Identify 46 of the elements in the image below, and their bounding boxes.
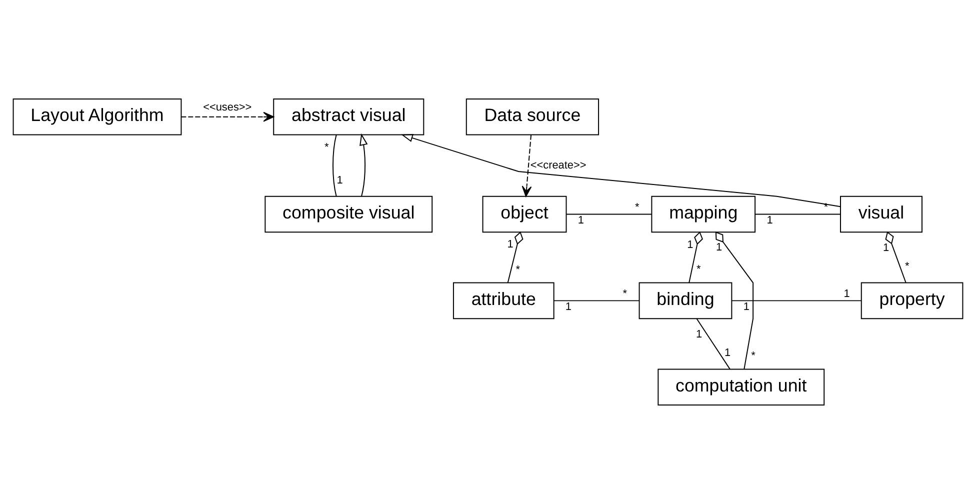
connector	[566, 213, 652, 214]
connector	[715, 231, 754, 370]
label: *	[324, 140, 329, 153]
node-box: binding	[638, 282, 732, 319]
label: 1	[716, 241, 722, 254]
arrow	[400, 134, 841, 207]
label: *	[635, 200, 640, 213]
connector	[732, 300, 862, 301]
label: *	[696, 263, 701, 276]
connector	[696, 318, 730, 370]
edge-label: <<create>>	[530, 158, 586, 171]
label: 1	[844, 287, 850, 300]
label: *	[622, 287, 627, 300]
node-box: Layout Algorithm	[12, 98, 182, 135]
label: *	[905, 260, 910, 272]
node-box: mapping	[651, 195, 756, 232]
label: 1	[578, 214, 584, 226]
node-box: Data source	[466, 98, 600, 135]
label: 1	[696, 328, 702, 340]
connector	[688, 230, 703, 283]
node-box: computation unit	[658, 368, 825, 406]
label: 1	[724, 346, 731, 359]
label: *	[516, 264, 520, 276]
label: *	[751, 349, 756, 362]
label: 1	[336, 174, 343, 186]
label: 1	[565, 300, 572, 313]
arrow	[522, 134, 532, 196]
arrow	[180, 111, 274, 122]
connector	[507, 230, 524, 283]
label: 1	[766, 214, 773, 226]
node-box: abstract visual	[273, 98, 424, 135]
arrow	[360, 132, 368, 196]
node-box: attribute	[452, 282, 554, 319]
connector	[754, 213, 841, 214]
node-box: composite visual	[264, 195, 433, 232]
node-box: property	[860, 282, 964, 319]
connector	[553, 300, 640, 301]
label: 1	[687, 238, 694, 250]
label: 1	[743, 300, 750, 313]
label: 1	[883, 241, 890, 254]
label: 1	[507, 238, 514, 250]
node-box: object	[482, 195, 567, 232]
connector	[885, 230, 906, 283]
connector	[332, 134, 337, 196]
edge-label: <<uses>>	[203, 101, 252, 114]
node-box: visual	[840, 195, 922, 232]
